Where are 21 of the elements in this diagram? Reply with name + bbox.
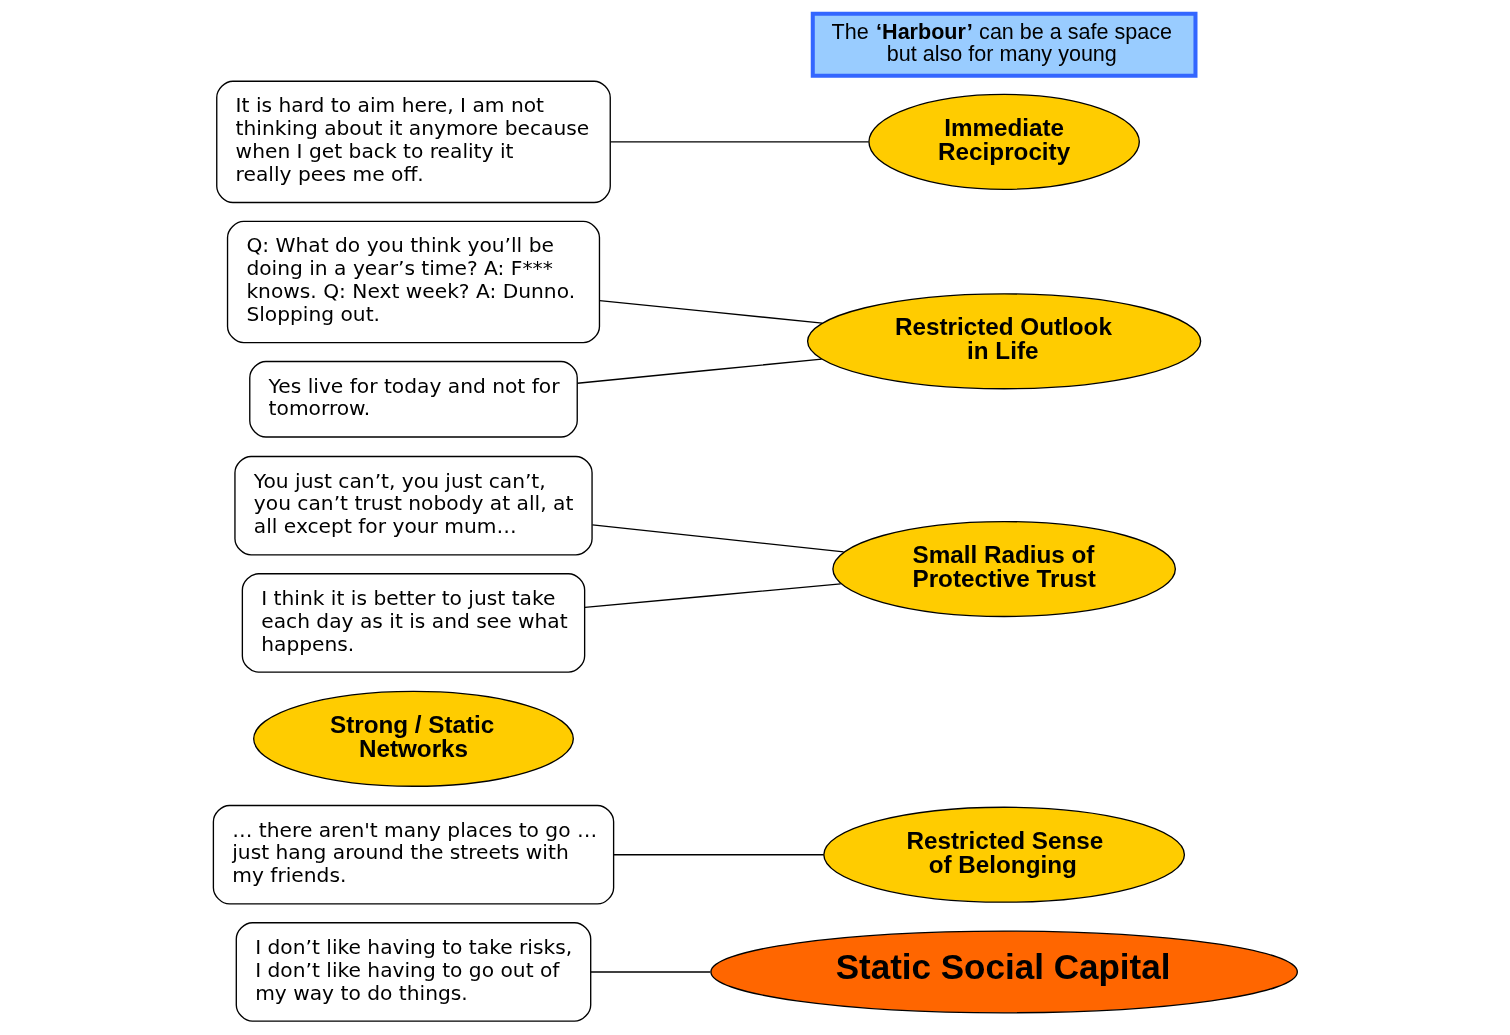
node-box: You just can’t, you just can’t, you can’t trust nobody at all, at all except for your mum… xyxy=(233,455,593,556)
connector xyxy=(612,854,824,856)
connector xyxy=(583,583,841,609)
node-box: I think it is better to just take each day as it is and see what happens. xyxy=(241,573,585,673)
node-box: The ‘Harbour’ can be a safe space but also for many young xyxy=(810,11,1197,78)
node-ellipse: Strong / Static Networks xyxy=(252,690,574,787)
node-box: … there aren't many places to go … just hang around the streets with my friends. xyxy=(212,804,614,905)
node-ellipse: Static Social Capital xyxy=(709,930,1298,1014)
node-ellipse: Small Radius of Protective Trust xyxy=(831,520,1176,618)
node-box: Q: What do you think you’ll be doing in a year’s time? A: F*** knows. Q: Next week? A: Dunno. Slopping out. xyxy=(226,220,600,344)
node-ellipse: Restricted Sense of Belonging xyxy=(822,806,1185,903)
connector xyxy=(576,358,822,384)
node-box: Yes live for today and not for tomorrow. xyxy=(248,360,578,438)
node-box: I don’t like having to take risks, I don’t like having to go out of my way to do things. xyxy=(235,922,591,1022)
node-box: It is hard to aim here, I am not thinking about it anymore because when I get back to reality it really pees me off. xyxy=(215,80,611,204)
connector xyxy=(591,524,844,553)
node-ellipse: Restricted Outlook in Life xyxy=(806,293,1201,390)
connector xyxy=(598,299,823,324)
connector xyxy=(609,141,869,143)
node-ellipse: Immediate Reciprocity xyxy=(867,93,1140,190)
connector xyxy=(589,971,711,973)
